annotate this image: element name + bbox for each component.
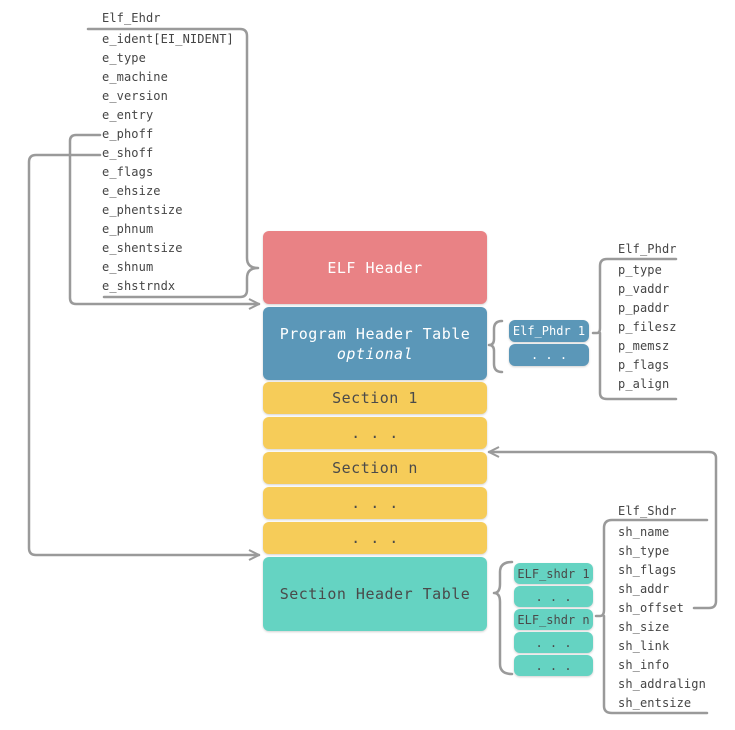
elf-shdr-field: sh_link	[618, 639, 670, 653]
section-ellipsis-block: . . .	[263, 417, 487, 449]
elf-ehdr-field: e_shnum	[102, 260, 154, 274]
elf-ehdr-field: e_entry	[102, 108, 154, 122]
elf-ehdr-field: e_machine	[102, 70, 168, 84]
elf-shdr-field: sh_addralign	[618, 677, 706, 691]
program-header-table-note: optional	[336, 344, 414, 363]
shdr-entry: . . .	[514, 632, 593, 653]
elf-ehdr-field: e_flags	[102, 165, 154, 179]
elf-phdr-field: p_memsz	[618, 339, 670, 353]
elf-shdr-field: sh_size	[618, 620, 670, 634]
section-ellipsis-block: . . .	[263, 522, 487, 554]
elf-shdr-field: sh_info	[618, 658, 670, 672]
phdr-entry: Elf_Phdr 1	[509, 320, 589, 342]
pht-brace	[487, 319, 504, 374]
elf-ehdr-field: e_ehsize	[102, 184, 161, 198]
section-ellipsis-label: . . .	[351, 529, 399, 547]
section-n-label: Section n	[332, 459, 418, 477]
shdr-entry: ELF_shdr 1	[514, 563, 593, 584]
elf-phdr-field: p_flags	[618, 358, 670, 372]
elf-ehdr-field: e_ident[EI_NIDENT]	[102, 32, 234, 46]
program-header-table-label: Program Header Table	[279, 324, 471, 343]
elf-shdr-field: sh_addr	[618, 582, 670, 596]
elf-ehdr-field: e_shentsize	[102, 241, 183, 255]
elf-shdr-field: sh_type	[618, 544, 670, 558]
elf-phdr-field: p_paddr	[618, 301, 670, 315]
elf-phdr-field: p_align	[618, 377, 670, 391]
section-header-table-block: Section Header Table	[263, 557, 487, 631]
elf-ehdr-field: e_shstrndx	[102, 279, 176, 293]
elf-header-label: ELF Header	[327, 258, 423, 277]
elf-ehdr-field: e_type	[102, 51, 146, 65]
elf-ehdr-field: e_phoff	[102, 127, 154, 141]
section-ellipsis-label: . . .	[351, 424, 399, 442]
section-1-label: Section 1	[332, 389, 418, 407]
elf-phdr-field: p_type	[618, 263, 662, 277]
program-header-table-block: Program Header Table optional	[263, 307, 487, 380]
phoff-arrow	[68, 133, 261, 304]
elf-ehdr-title: Elf_Ehdr	[102, 11, 161, 25]
shdr-brace	[594, 518, 709, 715]
sht-brace	[492, 560, 514, 676]
elf-ehdr-field: e_phnum	[102, 222, 154, 236]
phdr-entry: . . .	[509, 344, 589, 366]
shdr-entry: . . .	[514, 586, 593, 607]
elf-phdr-title: Elf_Phdr	[618, 242, 677, 256]
section-ellipsis-label: . . .	[351, 494, 399, 512]
elf-shdr-field: sh_entsize	[618, 696, 692, 710]
elf-ehdr-field: e_shoff	[102, 146, 154, 160]
section-ellipsis-block: . . .	[263, 487, 487, 519]
elf-ehdr-field: e_phentsize	[102, 203, 183, 217]
section-1-block: Section 1	[263, 382, 487, 414]
shdr-entry: ELF_shdr n	[514, 609, 593, 630]
elf-header-block: ELF Header	[263, 231, 487, 304]
shoff-arrow	[27, 153, 261, 555]
phdr-brace	[591, 257, 678, 401]
elf-phdr-field: p_filesz	[618, 320, 677, 334]
section-header-table-label: Section Header Table	[279, 585, 471, 603]
shoffset-arrow	[487, 452, 718, 610]
elf-ehdr-field: e_version	[102, 89, 168, 103]
shdr-entry: . . .	[514, 655, 593, 676]
elf-shdr-field: sh_offset	[618, 601, 684, 615]
section-n-block: Section n	[263, 452, 487, 484]
elf-shdr-title: Elf_Shdr	[618, 504, 677, 518]
elf-phdr-field: p_vaddr	[618, 282, 670, 296]
ehdr-bracket	[86, 27, 260, 299]
elf-shdr-field: sh_name	[618, 525, 670, 539]
elf-shdr-field: sh_flags	[618, 563, 677, 577]
